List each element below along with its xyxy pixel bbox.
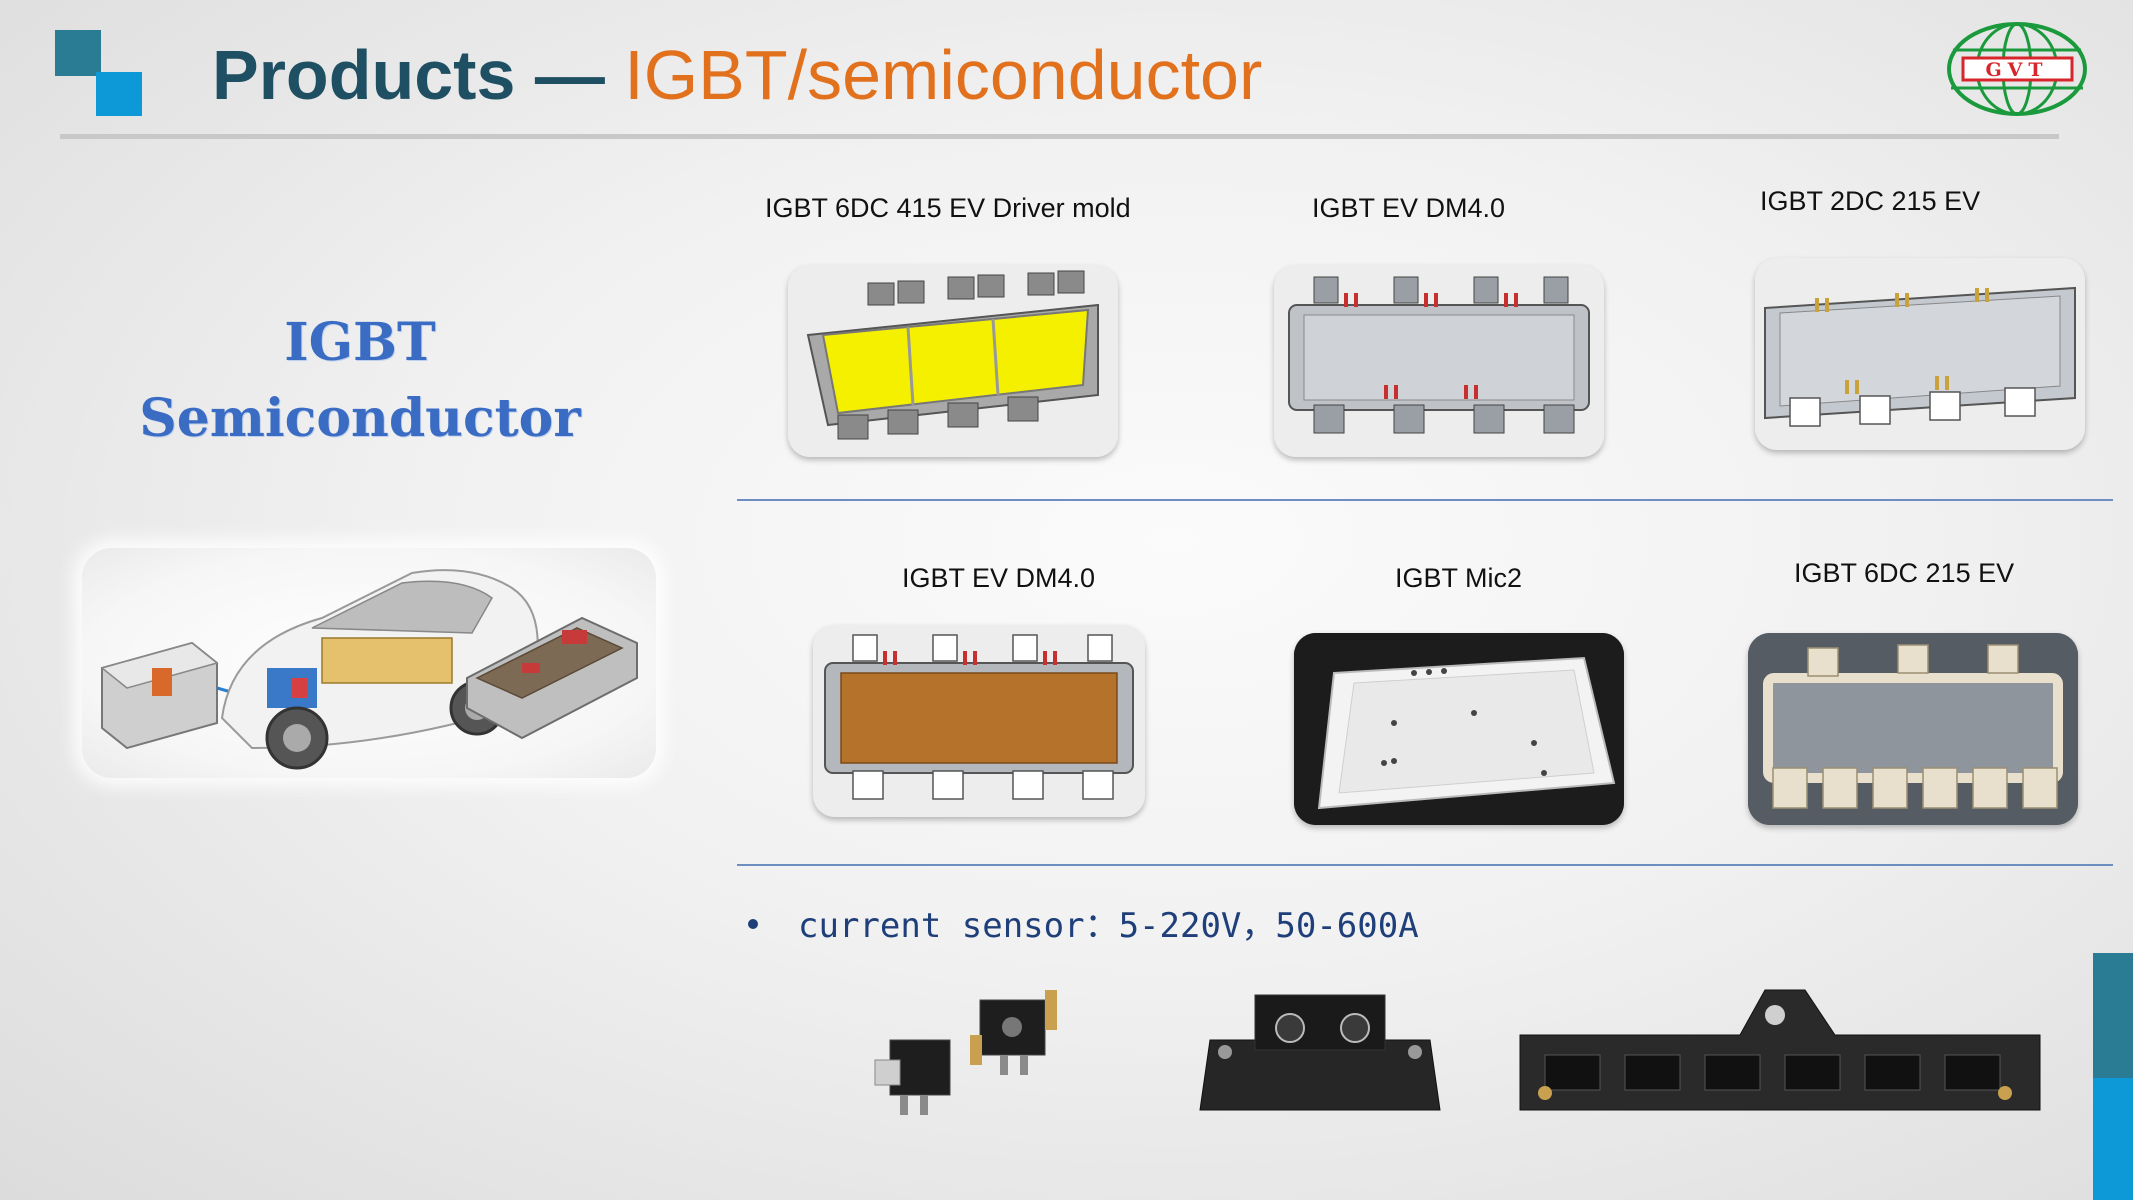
header-divider xyxy=(60,134,2059,139)
product-image-2dc-215-ev xyxy=(1755,258,2085,450)
caption-2dc-215-ev: IGBT 2DC 215 EV xyxy=(1760,186,1981,216)
product-image-ev-dm40-a xyxy=(1274,265,1604,457)
page-title-main: Products — xyxy=(212,36,625,114)
page-title: Products — IGBT/semiconductor xyxy=(212,30,1262,120)
side-accent-bar-teal xyxy=(2093,953,2133,1078)
caption-6dc-415-driver-mold: IGBT 6DC 415 EV Driver mold xyxy=(765,193,1131,223)
caption-mic2: IGBT Mic2 xyxy=(1395,563,1523,593)
ev-car-battery-illustration xyxy=(82,548,656,778)
section-divider-2 xyxy=(737,864,2113,866)
caption-6dc-215-ev: IGBT 6DC 215 EV xyxy=(1794,558,2015,588)
brand-square-teal xyxy=(55,30,101,76)
current-sensor-image-3 xyxy=(1515,985,2045,1130)
igbt-semiconductor-heading: IGBT Semiconductor xyxy=(120,305,600,457)
gvt-globe-logo: GVT xyxy=(1945,20,2090,118)
controller-box-image xyxy=(100,641,253,750)
heading-line-semiconductor: Semiconductor xyxy=(139,388,581,449)
side-accent-bar-blue xyxy=(2093,1078,2133,1200)
heading-line-igbt: IGBT xyxy=(284,312,436,373)
product-image-6dc-215-ev xyxy=(1748,633,2078,825)
caption-ev-dm40-a: IGBT EV DM4.0 xyxy=(1312,193,1506,223)
battery-pack-image xyxy=(466,616,638,740)
section-divider-1 xyxy=(737,499,2113,501)
page-title-sub: IGBT/semiconductor xyxy=(624,36,1263,114)
bullet-dot-icon xyxy=(748,918,758,929)
product-image-ev-dm40-b xyxy=(813,625,1145,817)
brand-square-blue xyxy=(96,72,142,116)
gvt-logo-text: GVT xyxy=(1985,59,2048,81)
product-image-mic2 xyxy=(1294,633,1624,825)
product-image-6dc-415-driver-mold xyxy=(788,265,1118,457)
caption-ev-dm40-b: IGBT EV DM4.0 xyxy=(902,563,1096,593)
current-sensor-image-2 xyxy=(1195,990,1445,1125)
current-sensor-image-1 xyxy=(870,980,1090,1130)
current-sensor-text: current sensor：5-220V，50-600A xyxy=(798,906,1419,946)
current-sensor-bullet: current sensor：5-220V，50-600A xyxy=(748,898,1419,947)
